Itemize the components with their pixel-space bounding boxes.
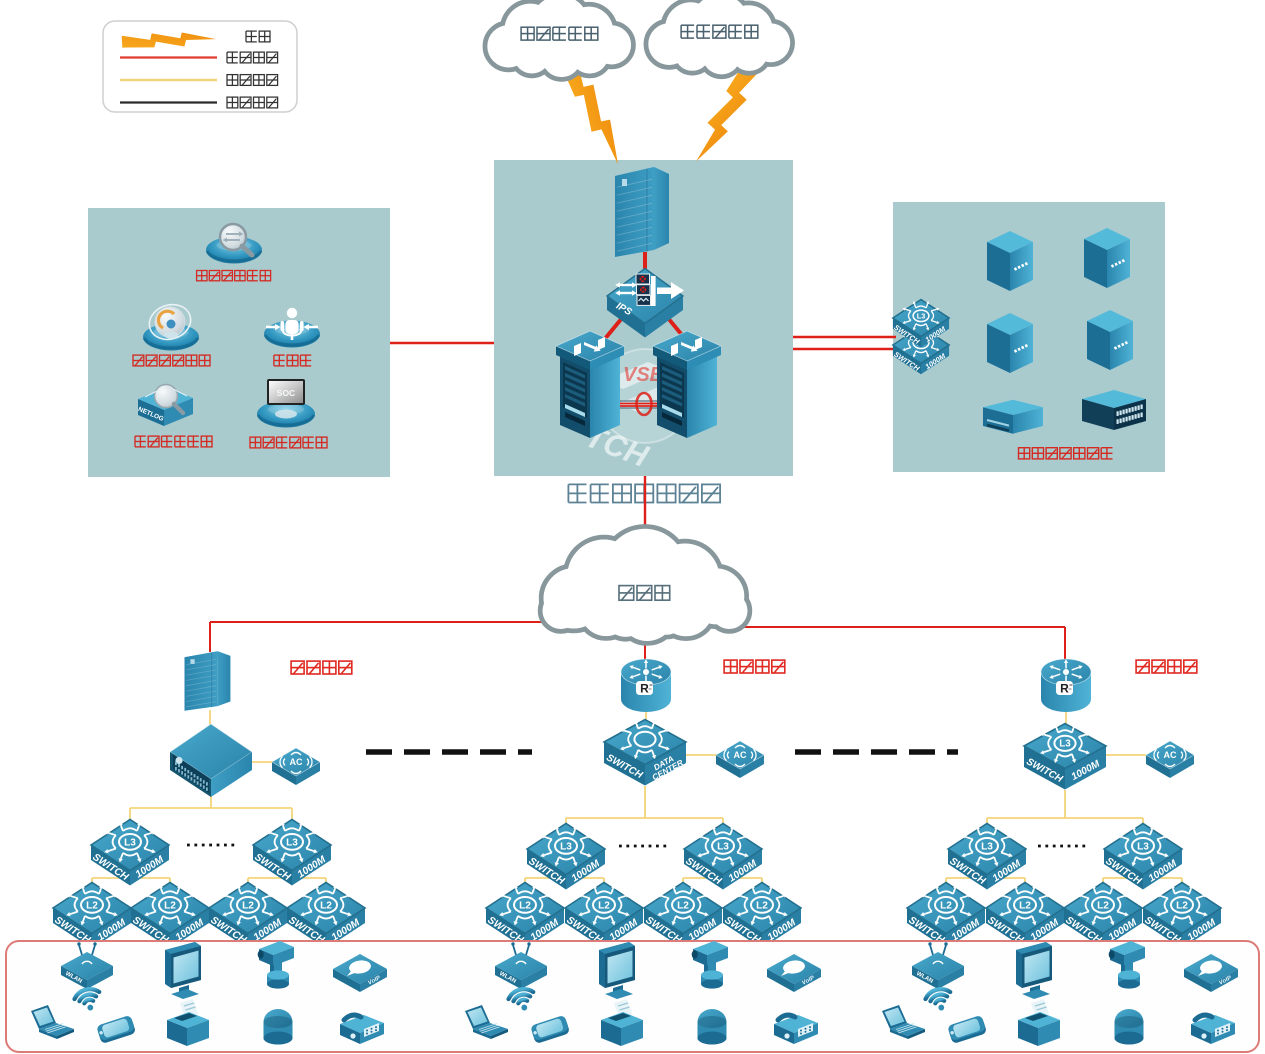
svg-text:AC: AC xyxy=(290,757,303,767)
svg-text:L2: L2 xyxy=(677,901,689,912)
svg-text:L2: L2 xyxy=(940,901,952,912)
svg-text:L2: L2 xyxy=(86,901,98,912)
svg-text:L3: L3 xyxy=(917,311,926,320)
svg-text:VoIP: VoIP xyxy=(801,975,816,987)
svg-text:L3: L3 xyxy=(286,838,298,849)
svg-text:L3: L3 xyxy=(717,842,729,853)
svg-text:VSE: VSE xyxy=(623,364,664,386)
svg-text:L2: L2 xyxy=(1176,901,1188,912)
svg-text:R: R xyxy=(640,682,649,696)
svg-text:L2: L2 xyxy=(756,901,768,912)
svg-text:AC: AC xyxy=(734,750,747,760)
svg-text:VoIP: VoIP xyxy=(1218,975,1233,987)
svg-text:L2: L2 xyxy=(519,901,531,912)
svg-text:L3: L3 xyxy=(981,842,993,853)
svg-text:L3: L3 xyxy=(560,842,572,853)
svg-text:L2: L2 xyxy=(164,901,176,912)
svg-text:L2: L2 xyxy=(598,901,610,912)
svg-text:L2: L2 xyxy=(1019,901,1031,912)
svg-text:R: R xyxy=(1060,682,1069,696)
svg-text:L3: L3 xyxy=(1137,842,1149,853)
svg-text:L2: L2 xyxy=(242,901,254,912)
svg-text:L3: L3 xyxy=(124,838,136,849)
svg-text:SOC: SOC xyxy=(277,388,295,398)
svg-text:VoIP: VoIP xyxy=(367,975,382,987)
svg-text:L3: L3 xyxy=(1059,739,1071,750)
svg-text:L2: L2 xyxy=(1097,901,1109,912)
svg-text:AC: AC xyxy=(1164,750,1177,760)
svg-text:L2: L2 xyxy=(320,901,332,912)
